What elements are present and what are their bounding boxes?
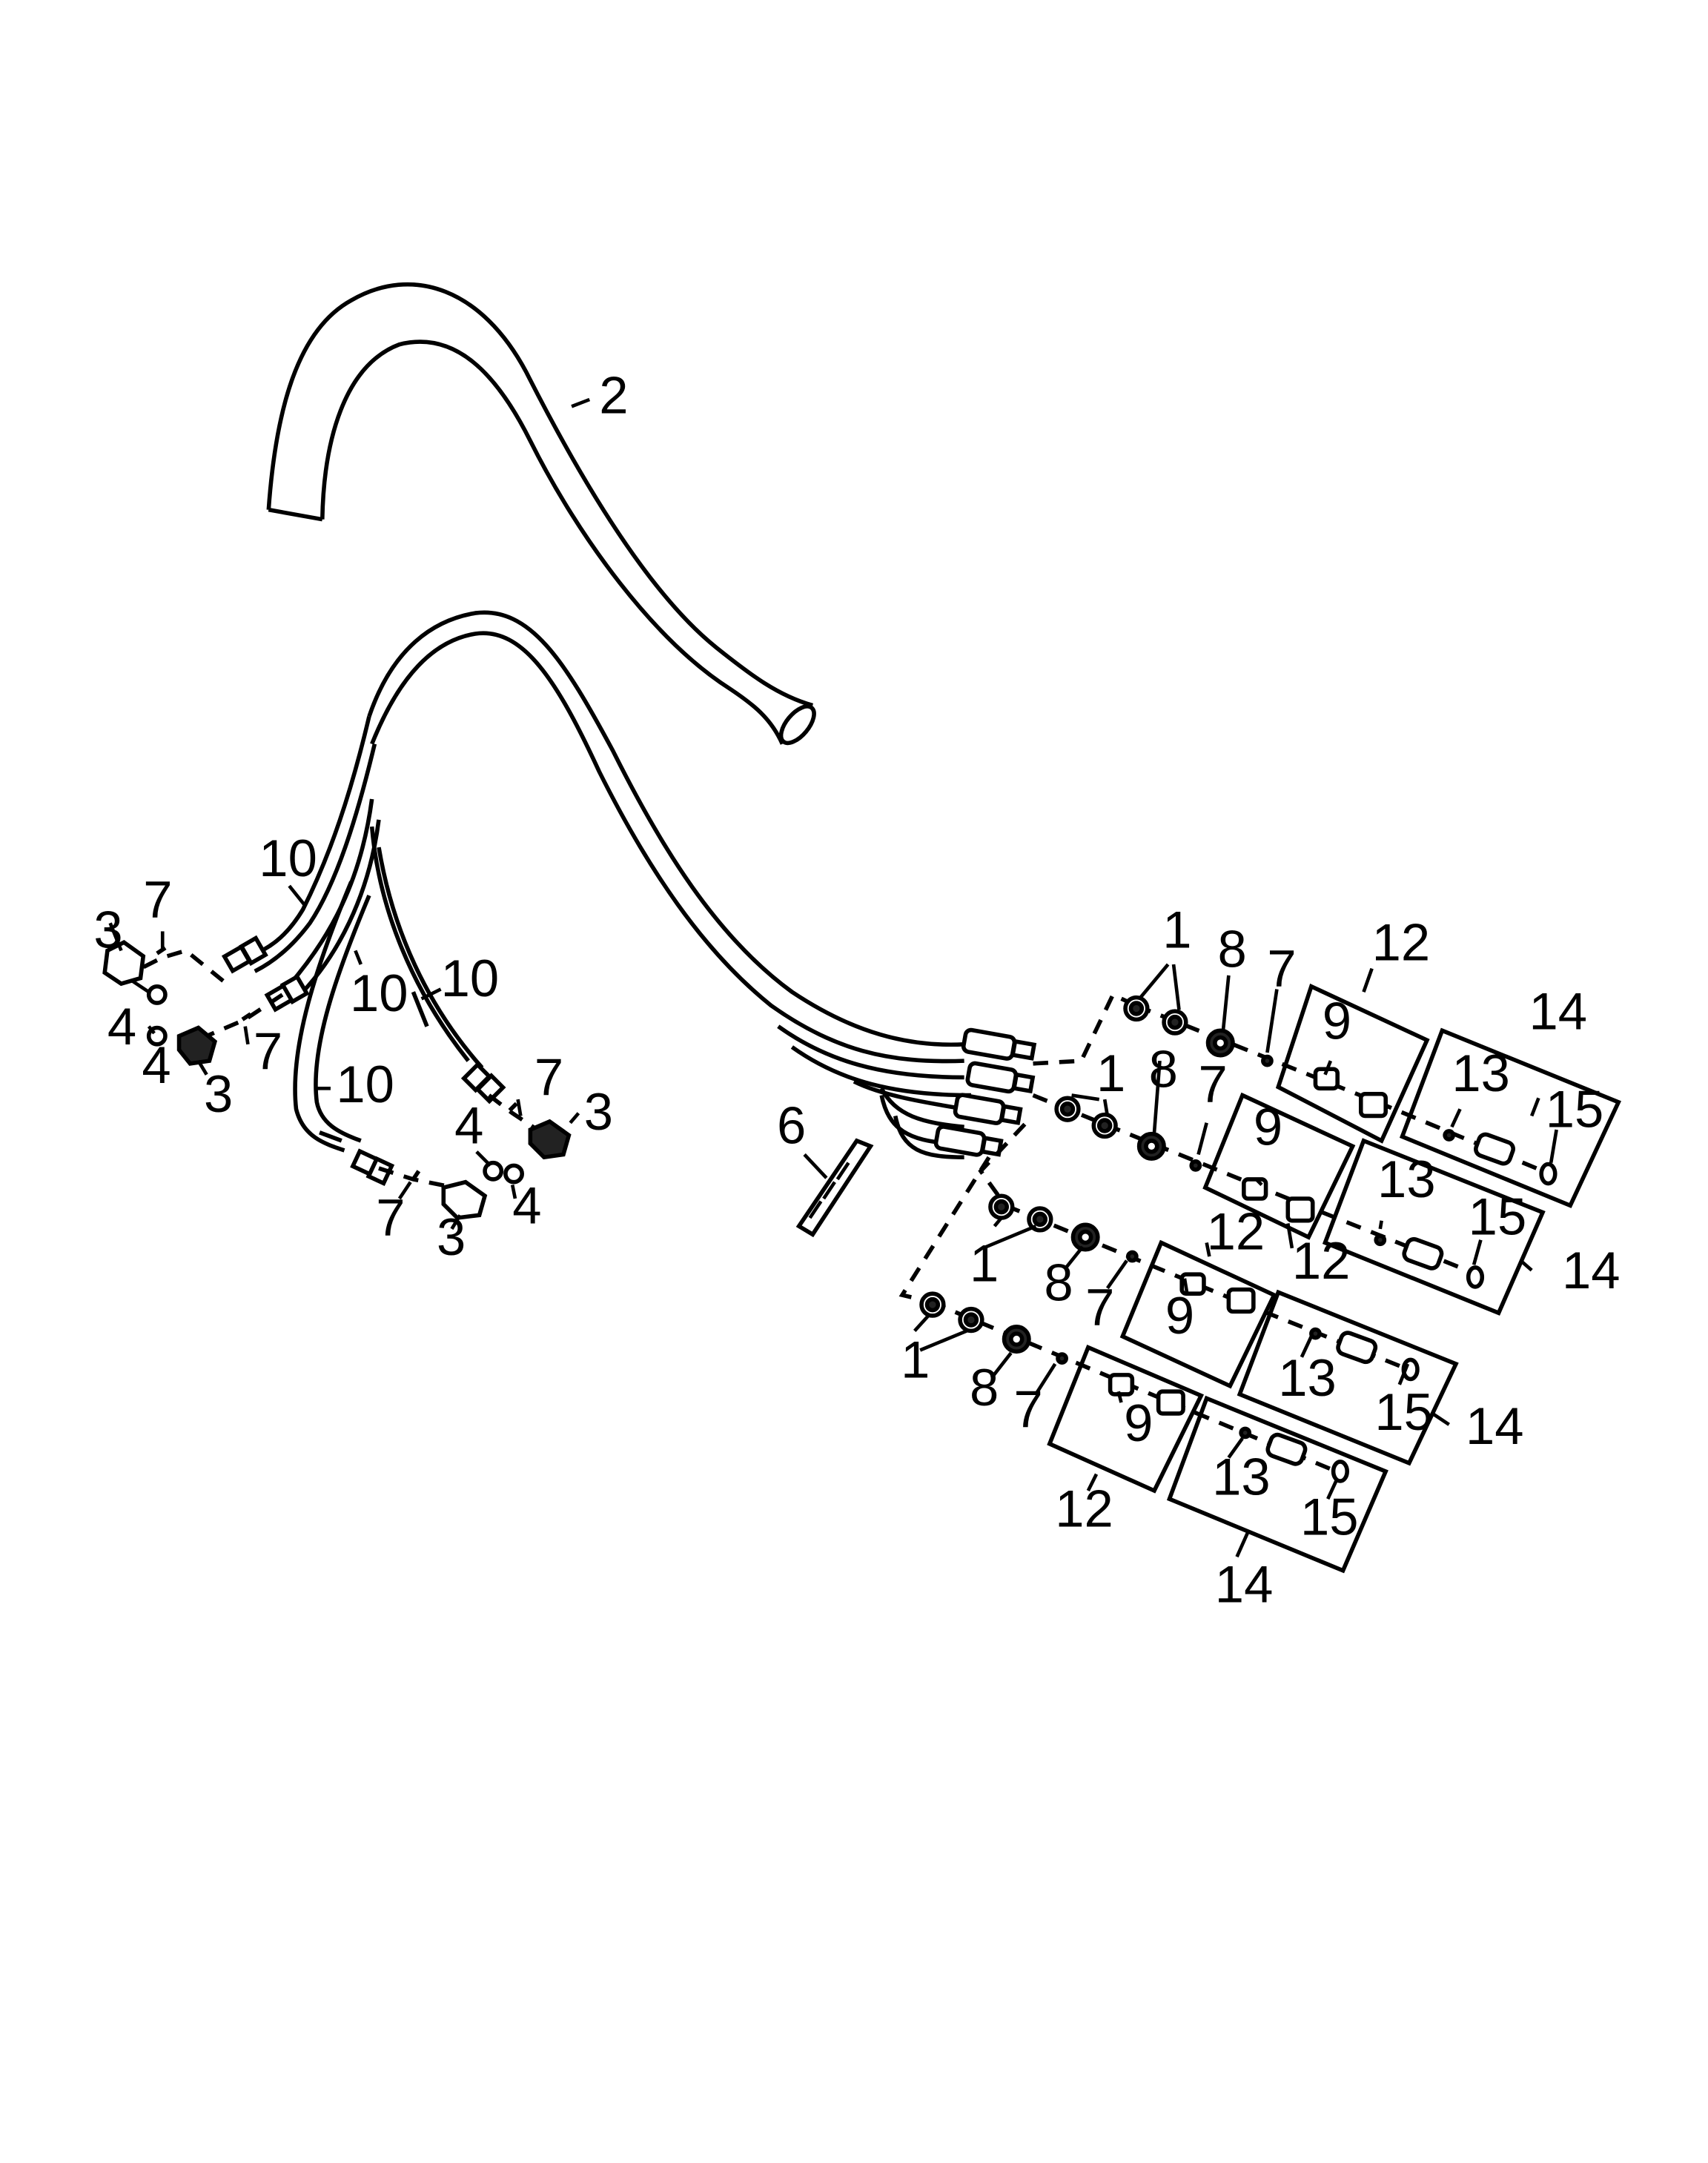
callout-14: 14 [1562,1241,1621,1299]
callout-9: 9 [1165,1286,1194,1345]
callout-4: 4 [142,1036,171,1094]
callout-13: 13 [1377,1150,1436,1208]
callout-10: 10 [350,964,408,1022]
callout-7: 7 [1199,1055,1228,1113]
callout-13: 13 [1452,1044,1510,1102]
callout-7: 7 [1085,1278,1114,1336]
callout-7: 7 [534,1048,563,1107]
callout-1: 1 [970,1233,999,1292]
callout-9: 9 [1254,1097,1282,1156]
callout-7: 7 [1014,1379,1043,1438]
right-hose-fittings [933,1027,1037,1157]
callout-7: 7 [254,1021,282,1080]
callout-12: 12 [1292,1231,1351,1290]
hose-part-2 [266,282,816,746]
callout-10: 10 [259,829,317,887]
callout-7: 7 [1267,939,1296,998]
callout-3: 3 [584,1082,613,1141]
callout-4: 4 [454,1096,483,1155]
callout-8: 8 [970,1358,999,1417]
callout-12: 12 [1207,1202,1265,1261]
callout-13: 13 [1212,1448,1271,1506]
callout-2: 2 [599,366,628,425]
callout-10: 10 [441,949,500,1007]
callout-15: 15 [1300,1487,1359,1546]
callout-12: 12 [1372,912,1431,971]
callout-14: 14 [1215,1555,1274,1614]
callout-15: 15 [1546,1079,1604,1138]
callout-4: 4 [512,1176,541,1234]
callout-14: 14 [1466,1397,1524,1455]
left-leader-lines [288,397,591,1090]
callout-15: 15 [1374,1382,1433,1441]
callout-4: 4 [107,997,136,1056]
callout-3: 3 [204,1064,233,1123]
callout-12: 12 [1055,1479,1113,1537]
callout-3: 3 [93,901,122,959]
callout-6: 6 [777,1096,806,1155]
callout-1: 1 [1162,901,1191,959]
callout-1: 1 [901,1331,930,1389]
callout-7: 7 [376,1188,405,1247]
right-exploded-rows [898,963,1621,1574]
callout-1: 1 [1096,1044,1125,1102]
callout-14: 14 [1529,981,1587,1040]
callout-8: 8 [1149,1039,1178,1098]
callout-3: 3 [437,1208,466,1266]
callout-9: 9 [1124,1394,1153,1452]
callout-9: 9 [1323,991,1351,1050]
callout-8: 8 [1218,920,1247,978]
callout-13: 13 [1278,1348,1337,1407]
callout-15: 15 [1469,1187,1527,1245]
left-exploded-items [102,922,580,1230]
callout-10: 10 [336,1055,394,1113]
hose-harness [247,610,971,1160]
callout-7: 7 [143,870,172,929]
bracket-part-6 [795,1138,874,1238]
callout-8: 8 [1044,1253,1073,1312]
callout-labels: 2 10 10 10 10 7 7 7 7 3 3 3 3 4 4 4 4 6 … [93,366,1620,1614]
